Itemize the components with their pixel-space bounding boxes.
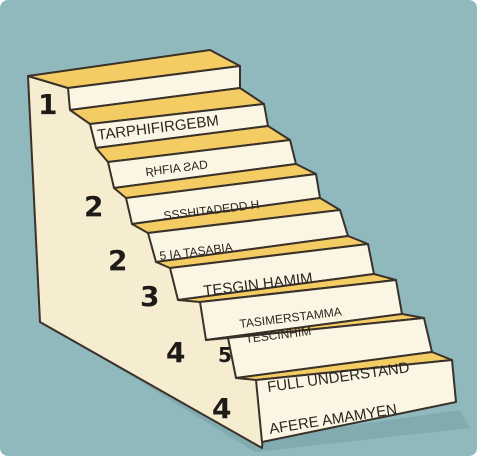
step-7 [177,273,403,341]
side-number-6: 5 [218,343,232,367]
side-number-7: 4 [212,392,231,425]
step-9 [235,351,457,443]
step-8 [205,313,433,379]
step-4 [113,163,321,225]
side-number-5: 4 [166,336,185,369]
step-1 [27,49,241,111]
side-number-3: 2 [108,244,127,277]
riser-9 [255,359,457,443]
side-number-4: 3 [140,280,159,313]
step-3 [95,125,297,189]
side-number-2: 2 [84,190,103,223]
side-number-1: 1 [38,88,57,121]
